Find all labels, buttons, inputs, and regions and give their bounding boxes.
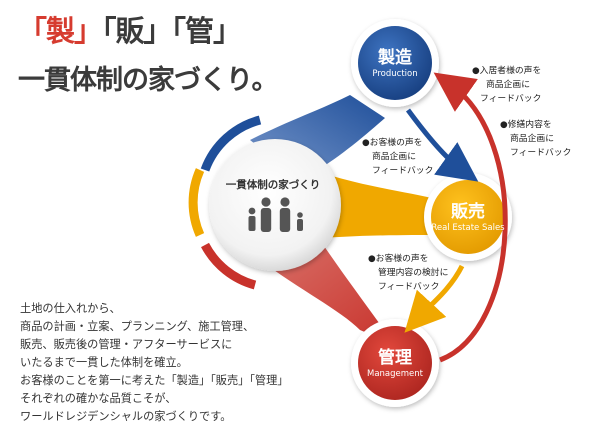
sales-subtitle: Real Estate Sales	[431, 223, 505, 233]
note-customer-feedback-management: ●お客様の声を 管理内容の検討に フィードバック	[368, 252, 448, 294]
ring-red	[201, 242, 257, 290]
description-line: それぞれの確かな品質こそが、	[20, 392, 177, 405]
note-line: フィードバック	[510, 148, 572, 158]
arrow-management-to-production	[433, 72, 508, 363]
sales-node	[431, 180, 505, 254]
note-line: フィードバック	[378, 282, 440, 292]
headline-part-production: 「製」	[18, 14, 103, 48]
headline-subtitle: 一貫体制の家づくり。	[18, 65, 278, 96]
note-line: ●入居者様の声を	[472, 66, 542, 76]
description-line: 土地の仕入れから、	[20, 302, 121, 315]
description-line: 販売、販売後の管理・アフターサービスに	[20, 338, 233, 351]
production-subtitle: Production	[372, 69, 418, 79]
note-customer-feedback-product: ●お客様の声を 商品企画に フィードバック	[362, 136, 433, 178]
sales-title: 販売	[451, 202, 485, 222]
headline-part-sales: 「販」	[102, 14, 173, 48]
ring-yellow	[188, 168, 205, 237]
description: 土地の仕入れから、 商品の計画・立案、プランニング、施工管理、 販売、販売後の管…	[20, 300, 289, 426]
management-node	[358, 326, 432, 400]
note-line: 商品企画に	[372, 152, 416, 162]
description-line: 商品の計画・立案、プランニング、施工管理、	[20, 320, 255, 333]
description-line: ワールドレジデンシャルの家づくりです。	[20, 410, 232, 423]
note-line: 管理内容の検討に	[378, 268, 449, 278]
production-title: 製造	[378, 48, 412, 68]
note-line: ●お客様の声を	[368, 254, 429, 264]
sales-label: 販売 Real Estate Sales	[420, 202, 516, 234]
note-line: ●お客様の声を	[362, 138, 423, 148]
note-line: ●修繕内容を	[500, 120, 552, 130]
note-repair-feedback: ●修繕内容を 商品企画に フィードバック	[500, 118, 571, 160]
center-circle	[209, 139, 341, 271]
note-line: フィードバック	[480, 94, 542, 104]
production-label: 製造 Production	[355, 48, 435, 80]
center-label: 一貫体制の家づくり	[225, 179, 321, 191]
headline-part-management: 「管」	[171, 14, 243, 48]
note-line: 商品企画に	[510, 134, 554, 144]
production-node	[358, 26, 432, 100]
headline-title: 「製」「販」「管」	[18, 14, 277, 48]
note-line: フィードバック	[372, 166, 434, 176]
ring-blue	[200, 115, 262, 172]
management-subtitle: Management	[367, 369, 423, 379]
management-label: 管理 Management	[355, 348, 435, 380]
description-line: いたるまで一貫した体制を確立。	[20, 356, 188, 369]
note-resident-feedback: ●入居者様の声を 商品企画に フィードバック	[472, 64, 541, 106]
arrow-production-to-sales	[405, 108, 479, 182]
management-title: 管理	[378, 348, 412, 368]
description-line: お客様のことを第一に考えた「製造」「販売」「管理」	[20, 374, 289, 387]
family-icon	[248, 197, 303, 232]
arrow-sales-to-management	[404, 264, 465, 333]
headline: 「製」「販」「管」 一貫体制の家づくり。	[18, 14, 278, 97]
note-line: 商品企画に	[486, 80, 530, 90]
